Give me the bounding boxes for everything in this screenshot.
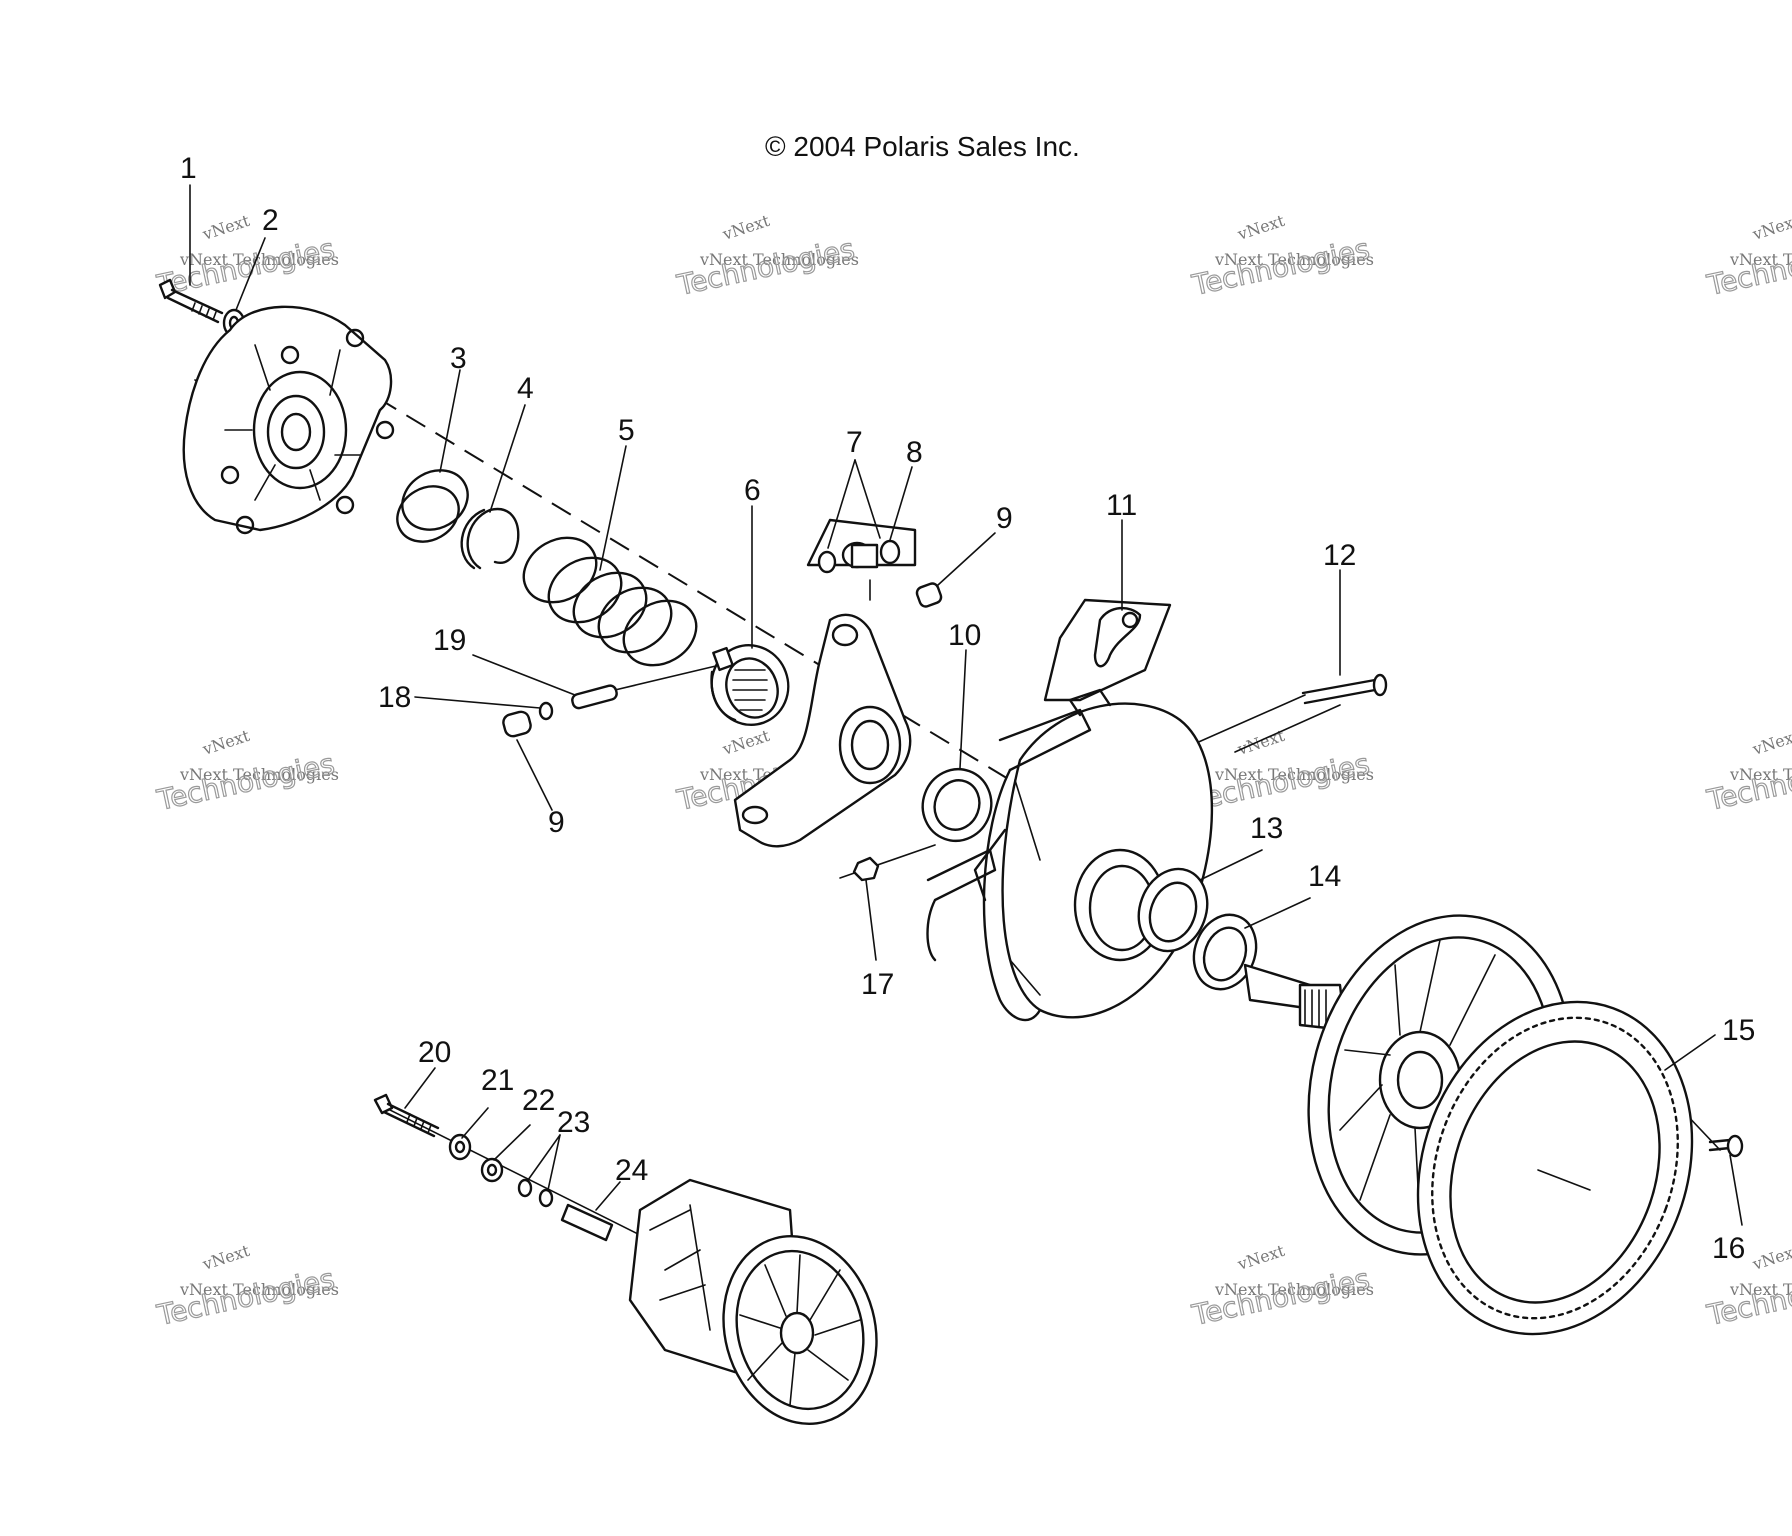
axis-line-bolt	[379, 1104, 641, 1236]
svg-text:vNext Technologies: vNext Technologies	[1729, 1280, 1792, 1299]
axis-line-pin-3	[614, 664, 721, 691]
watermark: vNext vNext Technologies Technologies	[1703, 726, 1792, 818]
sleeve-ring-part	[396, 469, 469, 543]
svg-text:vNext: vNext	[1234, 726, 1287, 759]
callout-17: 17	[861, 968, 894, 1001]
callout-5: 5	[618, 414, 635, 447]
callout-9-upper: 9	[996, 502, 1013, 535]
svg-text:Technologies: Technologies	[1704, 1262, 1792, 1332]
svg-text:Technologies: Technologies	[1189, 747, 1373, 817]
svg-text:vNext: vNext	[1234, 1241, 1287, 1274]
button-part-upper	[915, 582, 943, 608]
nut-part	[852, 856, 880, 882]
callout-4: 4	[517, 372, 534, 405]
svg-text:vNext Technologies: vNext Technologies	[179, 765, 339, 784]
svg-text:vNext: vNext	[719, 211, 772, 244]
callout-11: 11	[1106, 489, 1137, 522]
callout-16: 16	[1712, 1232, 1745, 1265]
svg-text:Technologies: Technologies	[1704, 232, 1792, 302]
callout-21: 21	[481, 1064, 514, 1097]
svg-text:vNext: vNext	[199, 1241, 252, 1274]
watermark: vNext vNext Technologies Technologies	[153, 1241, 339, 1333]
small-parts-left	[502, 684, 618, 738]
spring-part	[522, 536, 698, 667]
callout-2: 2	[262, 204, 279, 237]
watermark: vNext vNext Technologies Technologies	[1703, 211, 1792, 303]
copyright-text: © 2004 Polaris Sales Inc.	[765, 131, 1080, 162]
spider-bushing-part	[710, 644, 790, 726]
svg-text:vNext Technologies: vNext Technologies	[1214, 1280, 1374, 1299]
callout-9-lower: 9	[548, 806, 565, 839]
callout-19: 19	[433, 624, 466, 657]
callout-22: 22	[522, 1084, 555, 1117]
screw-part	[1708, 1134, 1744, 1158]
svg-text:vNext Technologies: vNext Technologies	[1214, 250, 1374, 269]
cover-housing	[182, 305, 395, 535]
callout-1: 1	[180, 152, 197, 185]
callout-20: 20	[418, 1036, 451, 1069]
pin-part	[1301, 673, 1388, 705]
svg-text:vNext Technologies: vNext Technologies	[179, 250, 339, 269]
callout-10: 10	[948, 619, 981, 652]
thrust-washer-part	[921, 768, 993, 842]
clip-part	[1043, 598, 1172, 702]
svg-text:Technologies: Technologies	[154, 1262, 338, 1332]
roller-group-part	[806, 518, 917, 601]
axis-line-pin	[1184, 694, 1306, 749]
watermark: vNext vNext Technologies Technologies	[153, 211, 339, 303]
watermark: vNext vNext Technologies Technologies	[1188, 211, 1374, 303]
svg-text:vNext: vNext	[1749, 726, 1792, 759]
svg-text:Technologies: Technologies	[1189, 232, 1373, 302]
svg-text:Technologies: Technologies	[1189, 1262, 1373, 1332]
callout-7: 7	[846, 426, 863, 459]
svg-text:vNext Technologies: vNext Technologies	[1729, 765, 1792, 784]
callout-24: 24	[615, 1154, 648, 1187]
clutch-assembly	[628, 1178, 878, 1425]
callout-13: 13	[1250, 812, 1283, 845]
spider-arm-part	[733, 613, 912, 848]
snap-ring-part	[460, 507, 520, 570]
bolt-part	[158, 278, 224, 324]
callout-15: 15	[1722, 1014, 1755, 1047]
callout-23: 23	[557, 1106, 590, 1139]
svg-text:vNext Technologies: vNext Technologies	[1729, 250, 1792, 269]
watermark: vNext vNext Technologies Technologies	[153, 726, 339, 818]
svg-text:vNext Technologies: vNext Technologies	[179, 1280, 339, 1299]
svg-text:Technologies: Technologies	[1704, 747, 1792, 817]
callout-6: 6	[744, 474, 761, 507]
callout-8: 8	[906, 436, 923, 469]
callout-14: 14	[1308, 860, 1341, 893]
svg-text:vNext: vNext	[1749, 1241, 1792, 1274]
ring-part	[1192, 913, 1258, 991]
watermark: vNext vNext Technologies Technologies	[1188, 726, 1374, 818]
watermark: vNext vNext Technologies Technologies	[673, 211, 859, 303]
callout-labels: 1 2 3 4 5 6 7 8 9 10 11 12 13 14 15 16 1…	[180, 152, 1755, 1265]
svg-text:vNext: vNext	[199, 726, 252, 759]
callout-3: 3	[450, 342, 467, 375]
moveable-sheave-part	[926, 688, 1214, 1022]
leader-lines	[189, 184, 1743, 1226]
axis-line-pin-2	[1234, 704, 1341, 753]
svg-text:Technologies: Technologies	[154, 747, 338, 817]
svg-text:vNext: vNext	[1234, 211, 1287, 244]
svg-text:vNext: vNext	[719, 726, 772, 759]
svg-text:vNext Technologies: vNext Technologies	[1214, 765, 1374, 784]
callout-18: 18	[378, 681, 411, 714]
ring-gear-part	[1416, 1000, 1694, 1336]
svg-text:Technologies: Technologies	[154, 232, 338, 302]
bushing-part	[1137, 867, 1209, 953]
callout-12: 12	[1323, 539, 1356, 572]
svg-text:vNext: vNext	[199, 211, 252, 244]
bottom-fasteners	[373, 1093, 614, 1242]
svg-text:vNext: vNext	[1749, 211, 1792, 244]
svg-text:Technologies: Technologies	[674, 232, 858, 302]
svg-text:vNext Technologies: vNext Technologies	[699, 250, 859, 269]
watermark: vNext vNext Technologies Technologies	[1188, 1241, 1374, 1333]
